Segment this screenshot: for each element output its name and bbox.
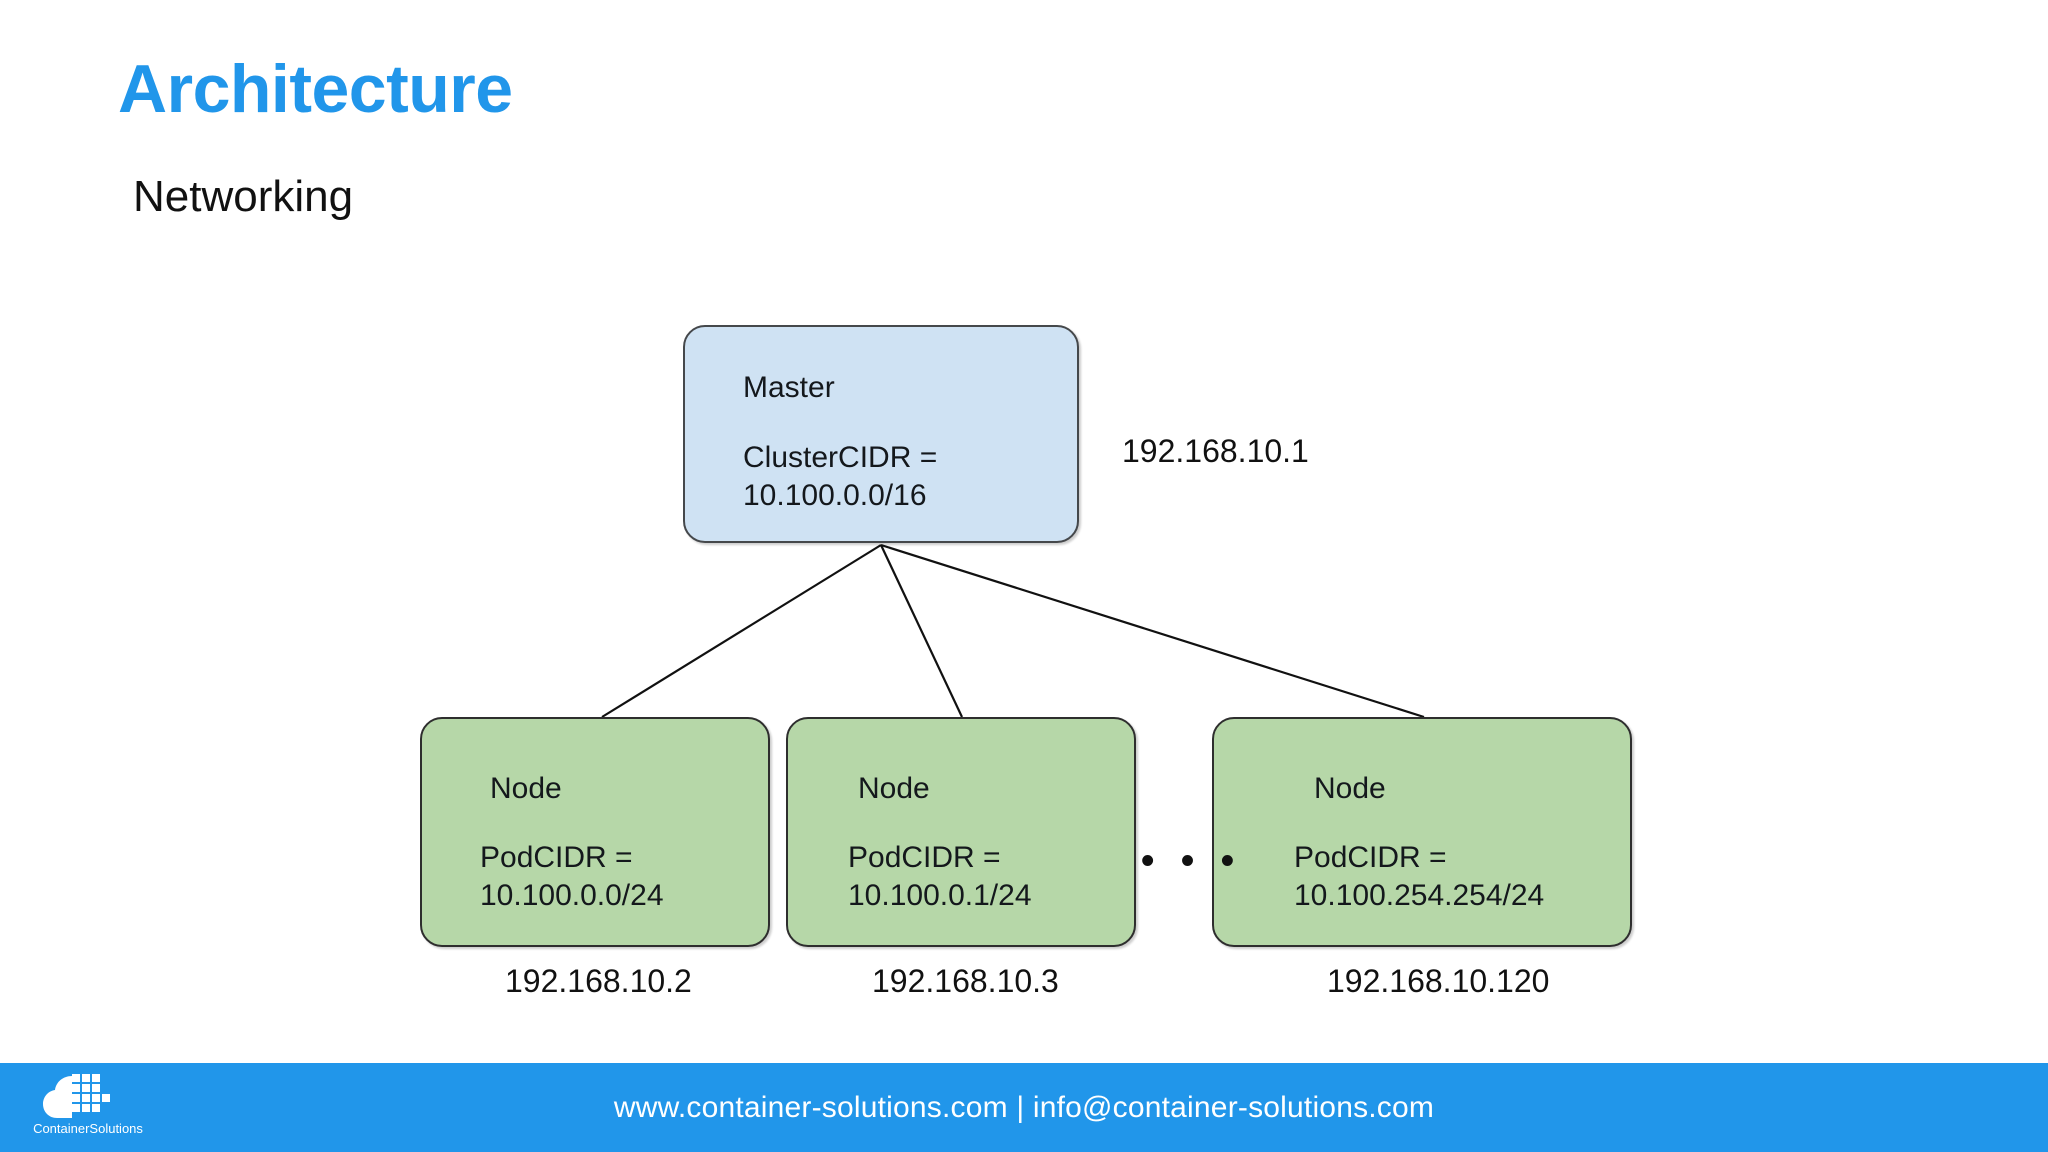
footer-bar: www.container-solutions.com | info@conta… <box>0 1063 2048 1152</box>
connector-master-to-node-3 <box>880 543 1425 719</box>
worker-node-ip-label-1: 192.168.10.2 <box>505 963 692 999</box>
worker-node-ip-label-3: 192.168.10.120 <box>1327 963 1550 999</box>
master-node-box[interactable]: Master ClusterCIDR = 10.100.0.0/16 <box>683 325 1079 543</box>
worker-node-cidr-3: PodCIDR = 10.100.254.254/24 <box>1294 841 1545 913</box>
cloud-containers-icon <box>43 1074 110 1118</box>
master-node-ip-label: 192.168.10.1 <box>1122 433 1309 469</box>
page-subtitle: Networking <box>133 172 354 221</box>
brand-logo: ContainerSolutions <box>28 1070 148 1148</box>
worker-node-box-1[interactable]: Node PodCIDR = 10.100.0.0/24 <box>420 717 770 947</box>
worker-node-cidr-1: PodCIDR = 10.100.0.0/24 <box>480 841 664 913</box>
worker-node-title-3: Node <box>1314 772 1386 805</box>
worker-node-box-2[interactable]: Node PodCIDR = 10.100.0.1/24 <box>786 717 1136 947</box>
ellipsis-icon: • • • <box>1141 840 1243 882</box>
page-title: Architecture <box>118 51 513 127</box>
master-node-cidr: ClusterCIDR = 10.100.0.0/16 <box>743 441 938 513</box>
worker-node-box-3[interactable]: Node PodCIDR = 10.100.254.254/24 <box>1212 717 1632 947</box>
architecture-diagram: Master ClusterCIDR = 10.100.0.0/16 Node … <box>420 325 1632 999</box>
connector-master-to-node-2 <box>880 544 963 718</box>
master-node-title: Master <box>743 371 835 404</box>
footer-contact-text: www.container-solutions.com | info@conta… <box>613 1090 1435 1124</box>
worker-node-title-2: Node <box>858 772 930 805</box>
worker-node-cidr-2: PodCIDR = 10.100.0.1/24 <box>848 841 1032 913</box>
brand-logo-text: ContainerSolutions <box>33 1121 143 1136</box>
connector-master-to-node-1 <box>601 544 882 718</box>
worker-node-title-1: Node <box>490 772 562 805</box>
worker-node-ip-label-2: 192.168.10.3 <box>872 963 1059 999</box>
